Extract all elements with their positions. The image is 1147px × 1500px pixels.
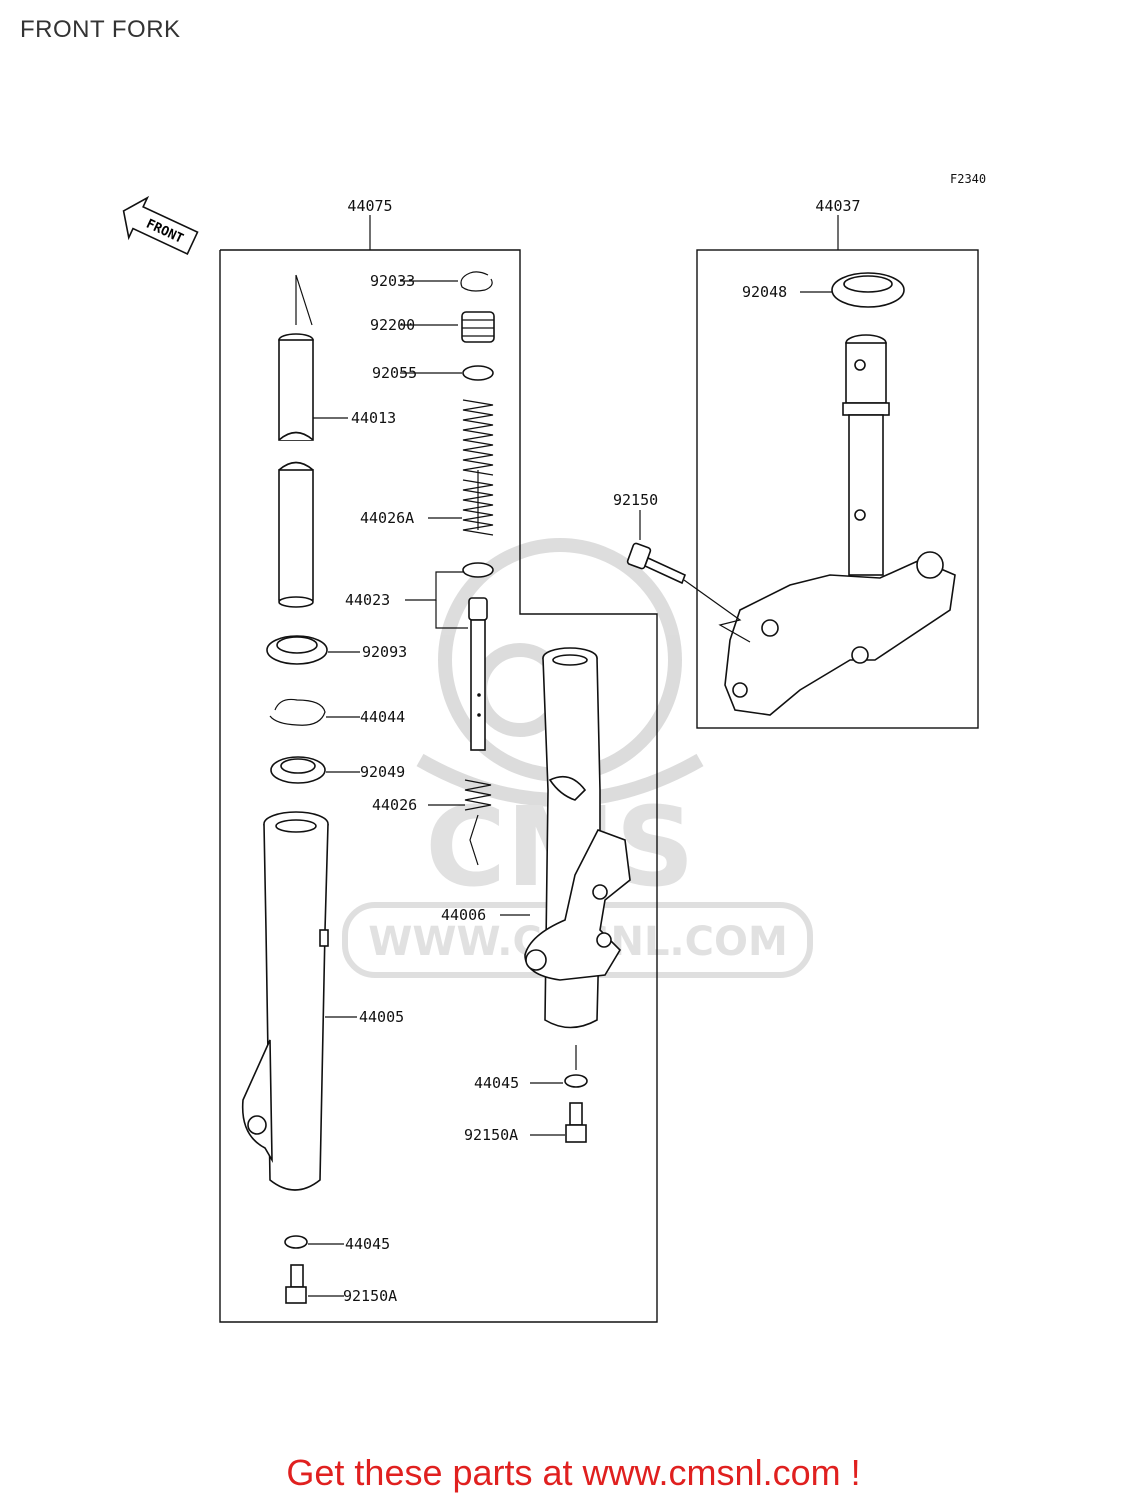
outer-tube-right-part <box>524 647 631 1029</box>
label-44026A: 44026A <box>360 509 414 527</box>
label-92150A-right: 92150A <box>464 1126 518 1144</box>
label-44013: 44013 <box>351 409 396 427</box>
dust-seal-part <box>266 635 328 665</box>
collar-part <box>462 562 494 578</box>
label-92150A-left: 92150A <box>343 1287 397 1305</box>
label-44005: 44005 <box>359 1008 404 1026</box>
oil-seal-part <box>270 756 326 784</box>
label-44023: 44023 <box>345 591 390 609</box>
label-44026: 44026 <box>372 796 417 814</box>
damper-rod-part <box>468 597 488 751</box>
label-92049: 92049 <box>360 763 405 781</box>
label-92093: 92093 <box>362 643 407 661</box>
group-label-left: 44075 <box>347 197 392 215</box>
label-44045-left: 44045 <box>345 1235 390 1253</box>
group-label-right: 44037 <box>815 197 860 215</box>
label-92200: 92200 <box>370 316 415 334</box>
inner-tube-part <box>278 274 314 608</box>
drain-bolt-left-part <box>285 1264 307 1304</box>
footer-cta-link[interactable]: Get these parts at www.cmsnl.com ! <box>286 1452 861 1493</box>
group-44037-frame: 44037 <box>696 197 979 729</box>
figure-code: F2340 <box>950 172 986 186</box>
label-92048: 92048 <box>742 283 787 301</box>
label-92055: 92055 <box>372 364 417 382</box>
parts-diagram: CMS WWW.CMSNL.COM F2340 FRONT 44075 4403… <box>122 172 986 1323</box>
washer-right-part <box>564 1074 588 1088</box>
drain-bolt-right-part <box>565 1102 587 1143</box>
fork-cap-part <box>461 311 495 343</box>
bearing-seal-part <box>831 272 905 308</box>
label-92150: 92150 <box>613 491 658 509</box>
spring-upper-part <box>462 399 494 536</box>
front-arrow-icon: FRONT <box>122 195 199 255</box>
label-92033: 92033 <box>370 272 415 290</box>
clamp-bolt-part <box>626 542 687 585</box>
group-44075-frame: 44075 <box>219 197 658 1323</box>
rebound-spring-part <box>464 779 492 866</box>
steering-stem-part <box>724 334 956 716</box>
circlip-part <box>460 271 493 292</box>
leader-lines <box>308 280 832 1297</box>
label-44045-right: 44045 <box>474 1074 519 1092</box>
label-44044: 44044 <box>360 708 405 726</box>
o-ring-part <box>462 365 494 381</box>
outer-tube-left-part <box>241 811 329 1191</box>
label-44006: 44006 <box>441 906 486 924</box>
page-title: FRONT FORK <box>20 16 181 43</box>
retaining-clip-part <box>269 698 326 726</box>
washer-left-part <box>284 1235 308 1249</box>
